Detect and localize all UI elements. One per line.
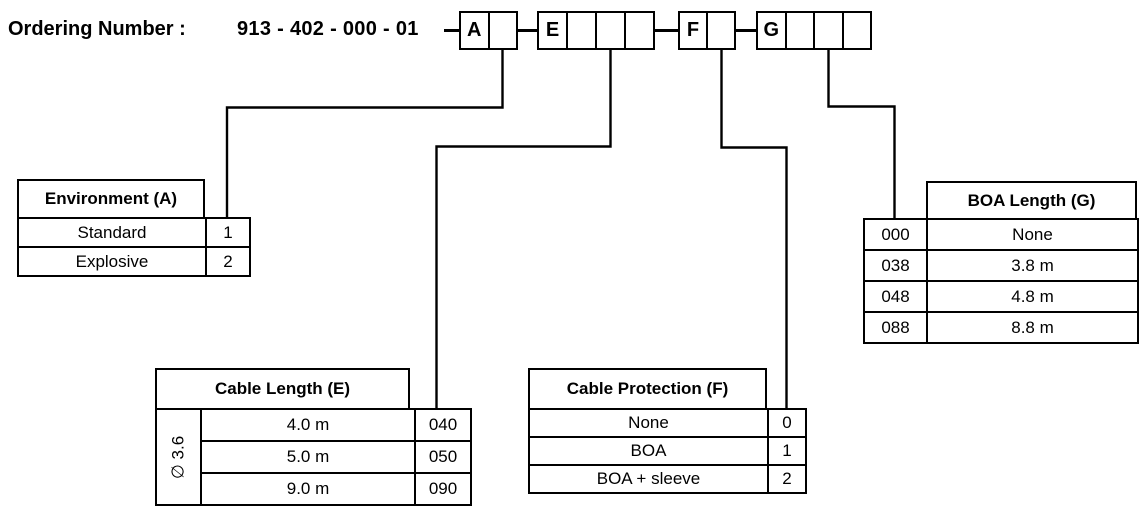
order-box-blank-a1 — [487, 13, 517, 48]
environment-table-header: Environment (A) — [17, 179, 205, 219]
boa-length-option-label: 8.8 m — [926, 311, 1139, 344]
order-box-group-a: A — [459, 11, 518, 50]
order-box-group-f: F — [678, 11, 736, 50]
cable-protection-table-header: Cable Protection (F) — [528, 368, 767, 410]
table-row: 038 3.8 m — [863, 249, 1139, 282]
cable-length-option-code: 040 — [414, 408, 472, 442]
boa-length-option-label: 4.8 m — [926, 280, 1139, 313]
order-box-blank-g3 — [841, 13, 871, 48]
order-box-letter-f: F — [686, 19, 700, 41]
boa-length-table: 000 None 038 3.8 m 048 4.8 m 088 8.8 m — [863, 218, 1139, 344]
table-row: BOA + sleeve 2 — [528, 464, 807, 494]
table-row: None 0 — [528, 408, 807, 438]
cable-length-option-label: 4.0 m — [200, 408, 416, 442]
cable-protection-option-code: 0 — [767, 408, 807, 438]
cable-length-table-header: Cable Length (E) — [155, 368, 410, 410]
table-row: 000 None — [863, 218, 1139, 251]
table-row: 9.0 m 090 — [156, 472, 472, 506]
table-row: Standard 1 — [17, 217, 251, 248]
connector-g-boa-length — [827, 49, 896, 219]
environment-option-code: 1 — [205, 217, 251, 248]
order-box-blank-e2 — [595, 13, 624, 48]
order-box-blank-e3 — [624, 13, 653, 48]
connector-f-cable-protection — [720, 49, 788, 409]
table-row: Explosive 2 — [17, 246, 251, 277]
cable-length-option-label: 9.0 m — [200, 472, 416, 506]
ordering-number-label: Ordering Number : — [8, 18, 186, 40]
order-box-blank-g2 — [813, 13, 842, 48]
connector-a-environment — [225, 49, 504, 219]
order-box-blank-g1 — [784, 13, 814, 48]
order-box-letter-e: E — [545, 19, 560, 41]
table-row: 088 8.8 m — [863, 311, 1139, 344]
cable-diameter-note: ∅ 3.6 — [156, 409, 201, 505]
order-box-blank-e1 — [566, 13, 595, 48]
boa-length-option-label: None — [926, 218, 1139, 251]
boa-length-option-label: 3.8 m — [926, 249, 1139, 282]
order-box-letter-g: G — [763, 19, 780, 41]
connector-e-cable-length — [435, 49, 612, 409]
boa-length-option-code: 000 — [863, 218, 928, 251]
boa-length-table-header: BOA Length (G) — [926, 181, 1137, 220]
order-box-letter-a: A — [467, 19, 482, 41]
cable-length-option-code: 090 — [414, 472, 472, 506]
cable-length-option-code: 050 — [414, 440, 472, 474]
cable-protection-option-label: None — [528, 408, 769, 438]
environment-option-code: 2 — [205, 246, 251, 277]
order-box-group-g: G — [756, 11, 872, 50]
boa-length-option-code: 038 — [863, 249, 928, 282]
environment-option-label: Standard — [17, 217, 207, 248]
environment-option-label: Explosive — [17, 246, 207, 277]
cable-protection-option-label: BOA + sleeve — [528, 464, 769, 494]
cable-protection-table: None 0 BOA 1 BOA + sleeve 2 — [528, 408, 807, 494]
boa-length-option-code: 048 — [863, 280, 928, 313]
order-box-group-e: E — [537, 11, 655, 50]
cable-length-table: ∅ 3.6 4.0 m 040 5.0 m 050 9.0 m 090 — [155, 408, 472, 506]
cable-length-option-label: 5.0 m — [200, 440, 416, 474]
table-row: ∅ 3.6 4.0 m 040 — [156, 408, 472, 505]
cable-protection-option-code: 1 — [767, 436, 807, 466]
table-row: 048 4.8 m — [863, 280, 1139, 313]
environment-table: Standard 1 Explosive 2 — [17, 217, 251, 277]
table-row: 5.0 m 050 — [156, 440, 472, 474]
boa-length-option-code: 088 — [863, 311, 928, 344]
cable-protection-option-label: BOA — [528, 436, 769, 466]
table-row: BOA 1 — [528, 436, 807, 466]
order-box-blank-f1 — [706, 13, 734, 48]
ordering-number-code: 913 - 402 - 000 - 01 — [237, 18, 419, 40]
cable-protection-option-code: 2 — [767, 464, 807, 494]
